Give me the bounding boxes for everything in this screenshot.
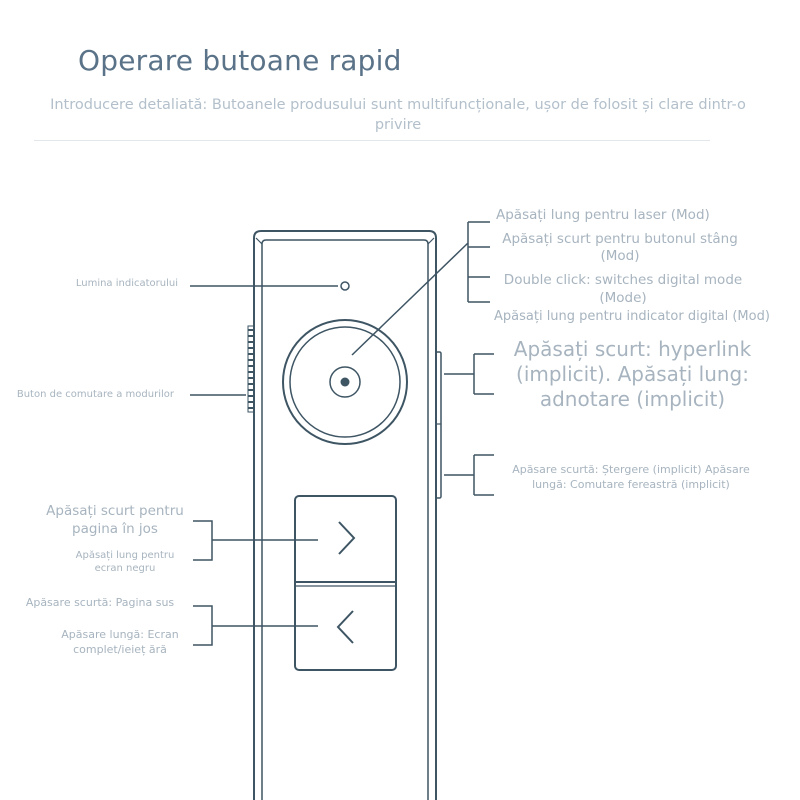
label-indicator-light: Lumina indicatorului <box>75 278 178 289</box>
page-title: Operare butoane rapid <box>78 44 402 77</box>
header-divider <box>34 140 710 141</box>
round-button-center[interactable] <box>329 366 361 398</box>
label-page-down-short: Apăsați scurt pentru pagina în jos <box>46 503 184 537</box>
intro-text: Introducere detaliată: Butoanele produsu… <box>50 97 746 133</box>
label-round-long-digital: Apăsați lung pentru indicator digital (M… <box>494 309 770 324</box>
label-round-long-laser: Apăsați lung pentru laser (Mod) <box>496 207 710 223</box>
label-page-up-short: Apăsare scurtă: Pagina sus <box>25 596 175 609</box>
label-round-short-left: Apăsați scurt pentru butonul stâng (Mod) <box>502 231 738 264</box>
label-round-double-click: Double click: switches digital mode (Mod… <box>503 272 743 306</box>
label-page-down-long: Apăsați lung pentru ecran negru <box>75 550 175 574</box>
remote-body-inner <box>261 239 429 800</box>
indicator-light <box>340 281 350 291</box>
callout-bracket <box>193 605 318 646</box>
chevron-right-icon[interactable] <box>338 521 356 555</box>
callout-bracket <box>444 353 494 395</box>
chevron-left-icon[interactable] <box>336 610 354 644</box>
body-edge-line <box>427 237 435 245</box>
label-side-button-top: Apăsați scurt: hyperlink (implicit). Apă… <box>513 337 752 411</box>
mode-switch[interactable] <box>247 325 255 413</box>
label-side-button-bottom: Apăsare scurtă: Ștergere (implicit) Apăs… <box>512 463 750 491</box>
callout-bracket <box>444 454 494 496</box>
remote-body-outline <box>253 230 437 800</box>
round-button-inner[interactable] <box>289 326 401 438</box>
dot-icon <box>340 377 350 387</box>
side-button[interactable] <box>435 351 442 499</box>
mode-switch-ridges <box>248 329 254 409</box>
callout-bracket <box>193 520 318 561</box>
label-page-up-long: Apăsare lungă: Ecran complet/ieieț ără <box>61 628 179 656</box>
callout-bracket <box>351 221 490 356</box>
body-edge-line <box>255 237 263 245</box>
label-mode-switch: Buton de comutare a modurilor <box>16 389 174 400</box>
round-button-outer[interactable] <box>282 319 408 445</box>
